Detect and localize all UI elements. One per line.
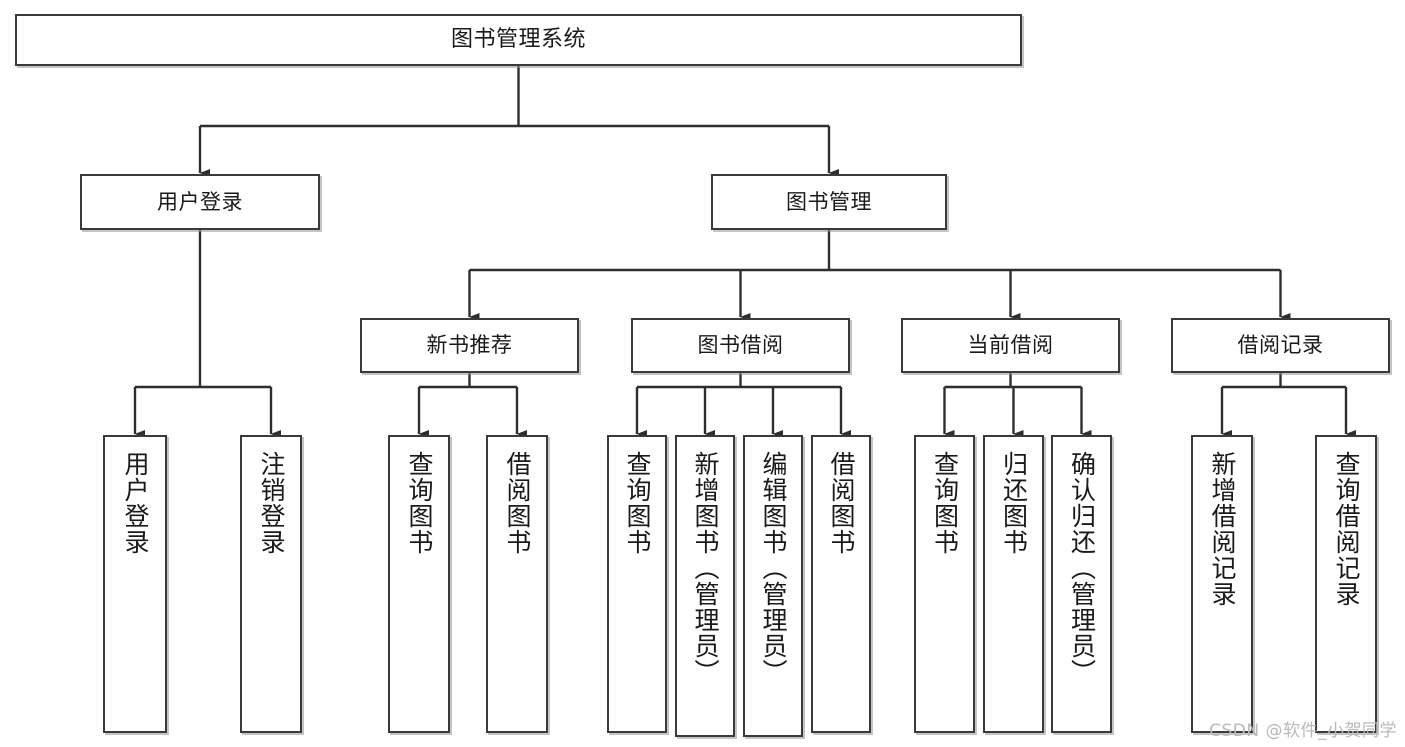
node-root[interactable]: 图书管理系统 <box>15 14 1022 66</box>
node-label: 图书管理系统 <box>450 27 586 53</box>
node-leaf-confirm-ret[interactable]: 确认归还（管理员） <box>1051 435 1112 733</box>
node-current-borrow[interactable]: 当前借阅 <box>901 318 1120 373</box>
node-leaf-query-record[interactable]: 查询借阅记录 <box>1315 435 1377 733</box>
node-label: 查询图书 <box>405 451 434 555</box>
node-label: 借阅记录 <box>1237 333 1324 358</box>
node-leaf-borrow-book-1[interactable]: 借阅图书 <box>486 435 548 733</box>
node-label: 当前借阅 <box>967 333 1054 358</box>
node-new-book-rec[interactable]: 新书推荐 <box>360 318 579 373</box>
node-label: 用户登录 <box>157 189 243 214</box>
node-label: 查询图书 <box>930 451 960 555</box>
node-label: 查询图书 <box>623 451 652 555</box>
node-label: 编辑图书（管理员） <box>759 451 788 685</box>
node-user-login[interactable]: 用户登录 <box>80 174 320 230</box>
node-leaf-return-book[interactable]: 归还图书 <box>983 435 1044 733</box>
node-label: 新增借阅记录 <box>1208 451 1237 607</box>
node-leaf-add-record[interactable]: 新增借阅记录 <box>1191 435 1253 733</box>
node-label: 归还图书 <box>999 451 1029 555</box>
node-leaf-borrow-book-2[interactable]: 借阅图书 <box>811 435 871 733</box>
node-label: 确认归还（管理员） <box>1067 451 1097 685</box>
node-label: 新增图书（管理员） <box>691 451 720 685</box>
node-leaf-user-logout[interactable]: 注销登录 <box>240 435 302 733</box>
node-label: 借阅图书 <box>827 451 856 555</box>
node-leaf-add-book[interactable]: 新增图书（管理员） <box>675 435 735 737</box>
node-label: 新书推荐 <box>426 333 513 358</box>
node-label: 借阅图书 <box>503 451 532 555</box>
node-leaf-query-book-3[interactable]: 查询图书 <box>914 435 975 733</box>
node-book-borrow[interactable]: 图书借阅 <box>631 318 850 373</box>
node-leaf-query-book-2[interactable]: 查询图书 <box>607 435 667 733</box>
node-leaf-query-book-1[interactable]: 查询图书 <box>388 435 450 733</box>
node-leaf-user-login[interactable]: 用户登录 <box>103 435 167 733</box>
node-borrow-record[interactable]: 借阅记录 <box>1171 318 1390 373</box>
node-book-manage[interactable]: 图书管理 <box>711 174 947 230</box>
node-label: 注销登录 <box>257 451 286 555</box>
node-label: 用户登录 <box>121 451 150 555</box>
node-leaf-edit-book[interactable]: 编辑图书（管理员） <box>743 435 803 737</box>
node-label: 图书借阅 <box>697 333 784 358</box>
node-label: 图书管理 <box>786 189 872 214</box>
node-label: 查询借阅记录 <box>1332 451 1361 607</box>
watermark-text: CSDN @软件_小贺同学 <box>1209 721 1397 741</box>
